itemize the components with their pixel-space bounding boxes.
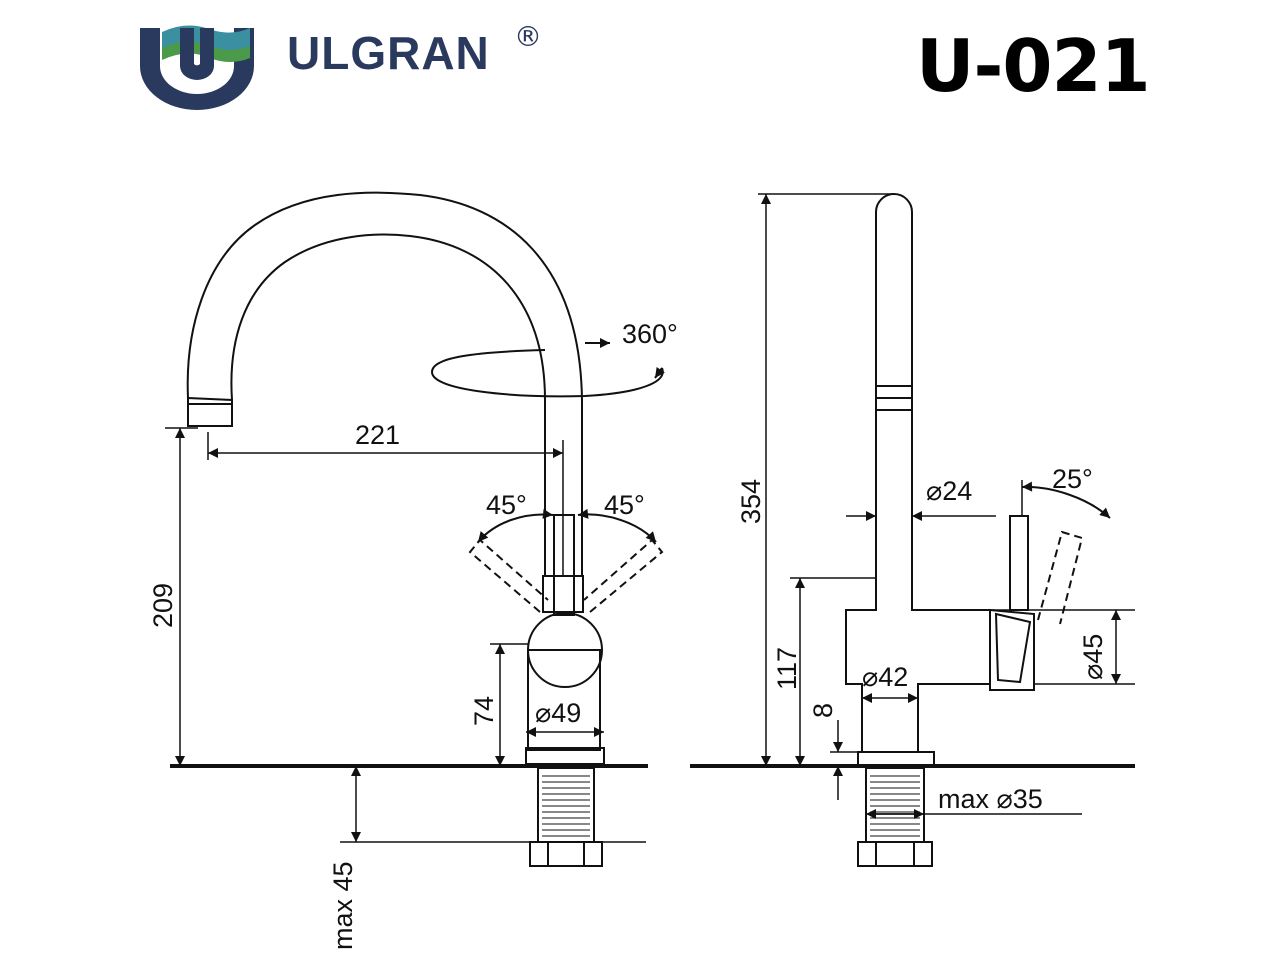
dim-total-height: 354 — [736, 479, 766, 524]
dim-spout-reach: 221 — [355, 420, 400, 450]
dim-body-height: 74 — [469, 696, 499, 726]
dim-spout-height: 209 — [148, 583, 178, 628]
rotation-ellipse — [430, 349, 664, 398]
spout-inner — [230, 233, 546, 576]
body-base — [527, 649, 601, 751]
model-number: U-021 — [916, 24, 1151, 108]
front-view — [165, 191, 665, 867]
side-handle-lever — [1009, 515, 1029, 611]
angle-handle-right: 45° — [604, 490, 645, 520]
angle-handle-left: 45° — [486, 490, 527, 520]
dim-mounting-hole: max ⌀35 — [938, 784, 1043, 814]
side-threaded-shank — [865, 767, 925, 843]
ulgran-logo-icon — [140, 25, 254, 110]
header: ULGRAN ® U-021 — [0, 0, 1280, 130]
brand-name: ULGRAN — [287, 27, 490, 79]
angle-side-handle: 25° — [1052, 464, 1093, 494]
dim-side-body-height: 117 — [772, 647, 802, 690]
nut — [529, 841, 603, 867]
dim-spout-diameter: ⌀24 — [926, 476, 972, 506]
dim-handle-diameter: ⌀45 — [1078, 634, 1108, 680]
dim-base-height: 8 — [808, 703, 838, 718]
registered-mark: ® — [514, 20, 542, 53]
body-column — [542, 575, 584, 613]
threaded-shank — [537, 767, 595, 843]
spout-outer — [186, 191, 583, 576]
handle-lever — [553, 514, 575, 616]
side-nut — [857, 841, 933, 867]
side-handle — [989, 608, 1035, 691]
dim-body-diameter: ⌀49 — [535, 698, 581, 728]
dim-max-countertop: max 45 — [328, 861, 358, 950]
rotation-angle: 360° — [622, 319, 678, 349]
side-view — [690, 193, 1135, 867]
dim-side-body-diameter: ⌀42 — [862, 662, 908, 692]
spout-tip — [187, 396, 233, 427]
